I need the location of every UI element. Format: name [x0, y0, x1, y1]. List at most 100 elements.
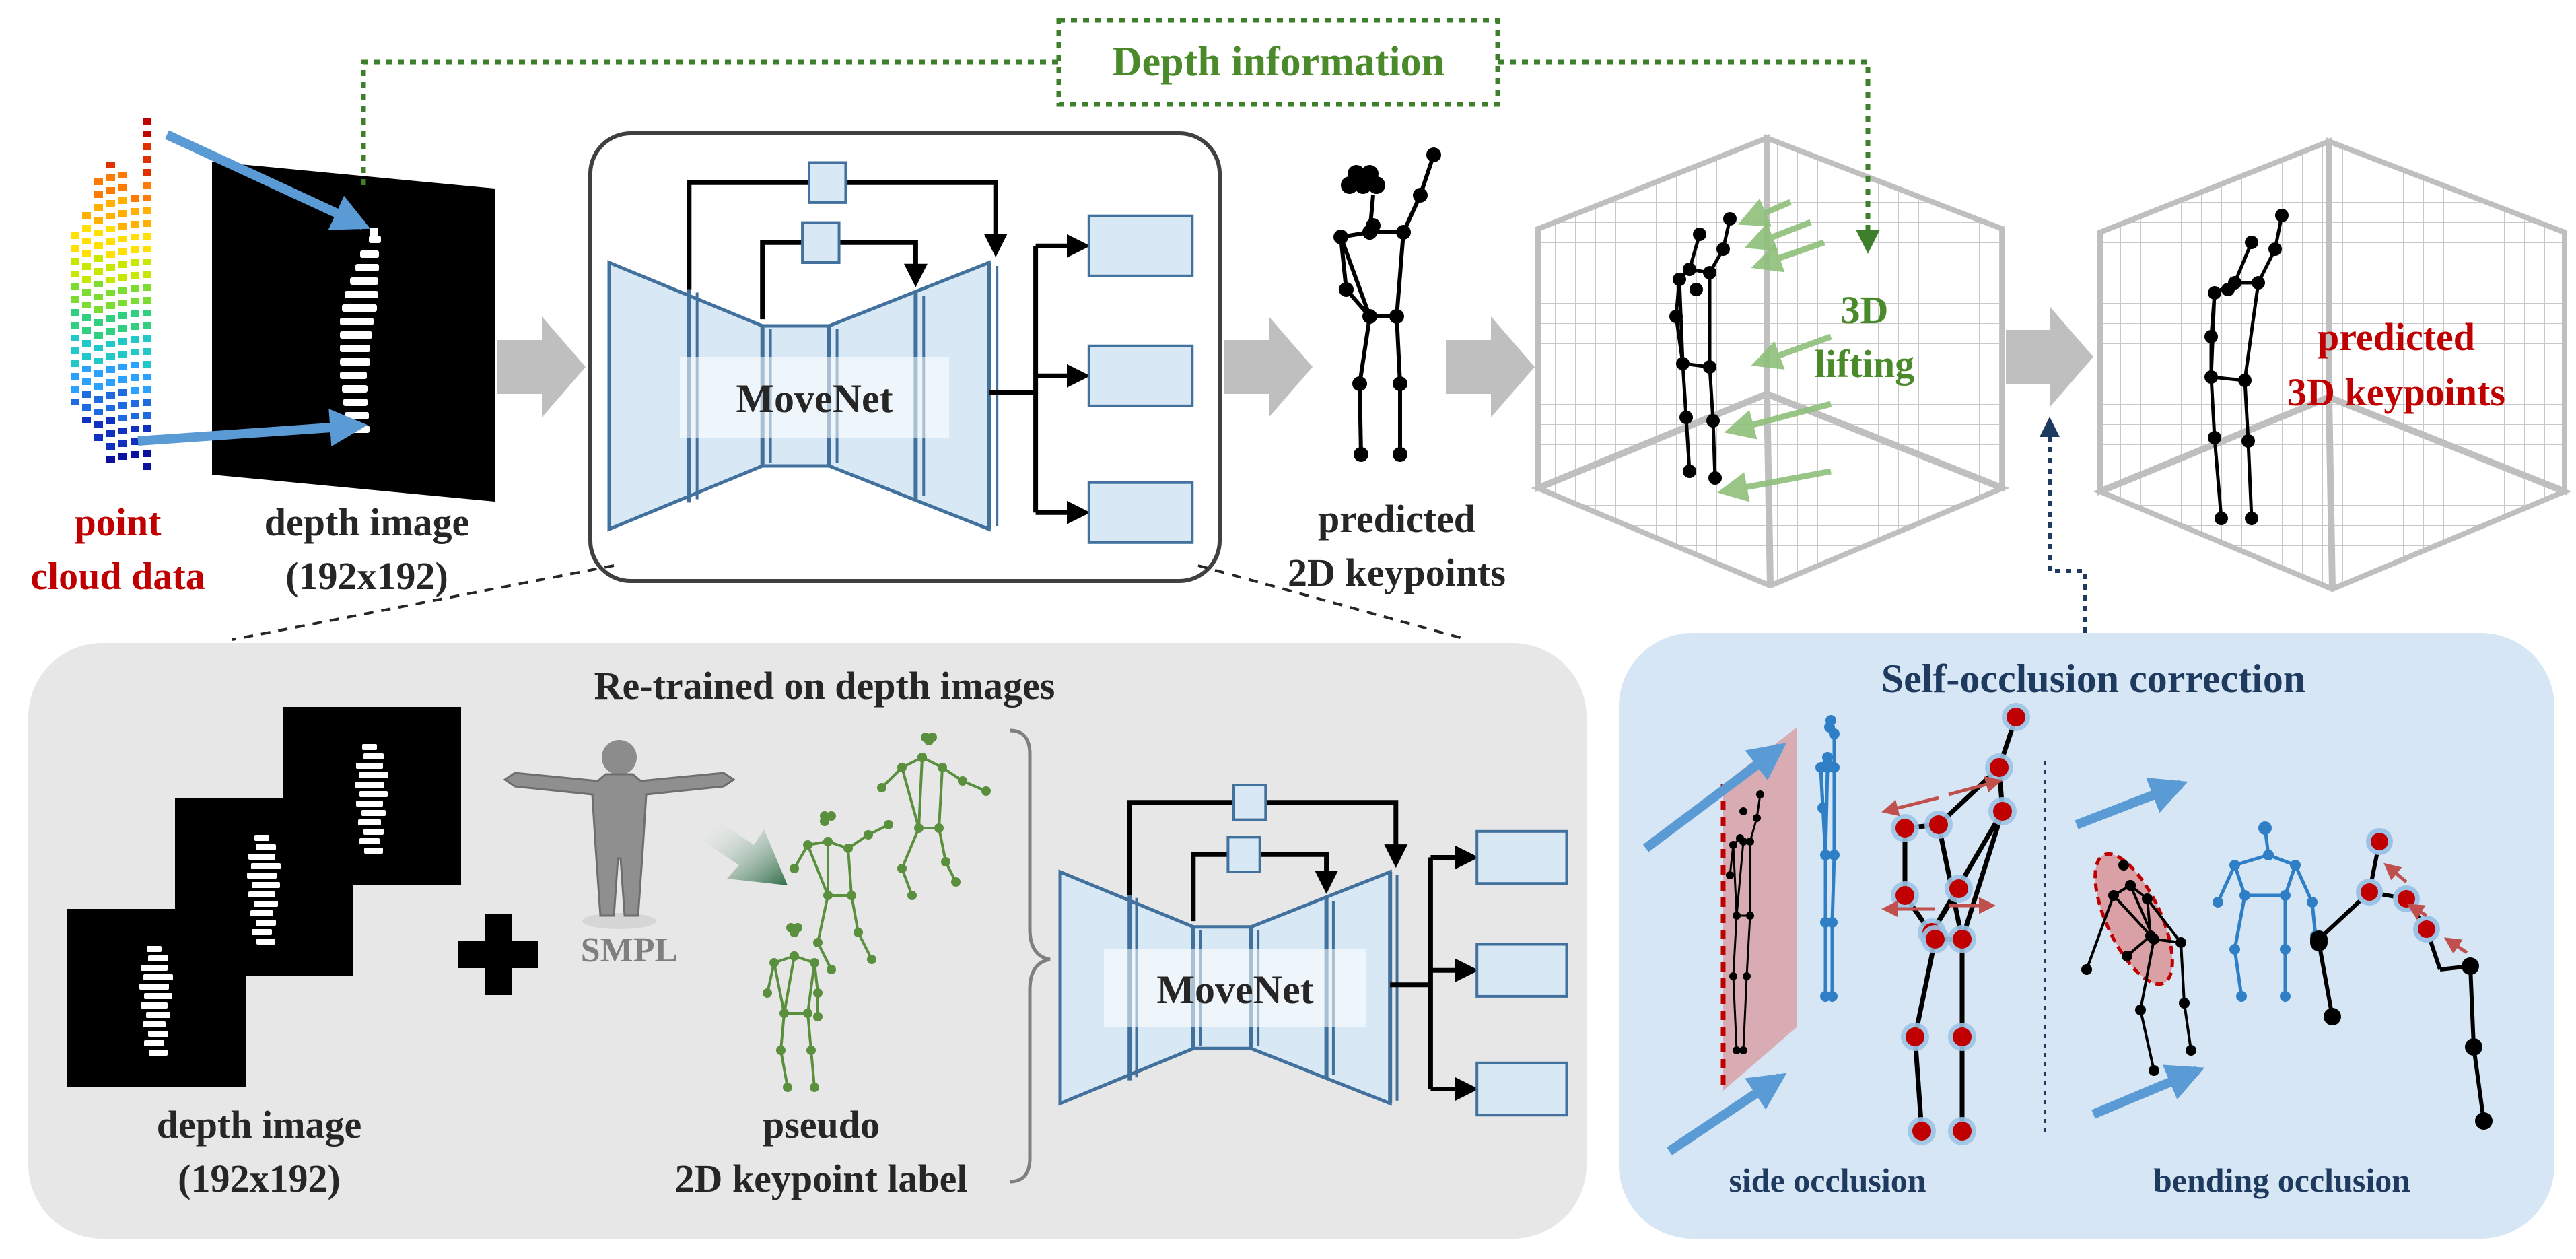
depth-info-connector	[361, 59, 1059, 185]
output-head	[1475, 1061, 1568, 1117]
depth-dash	[369, 236, 381, 243]
point-cloud-dash	[94, 358, 103, 364]
keypoint	[1723, 212, 1737, 226]
keypoint	[2268, 242, 2282, 256]
depth-frame-dash	[364, 848, 383, 854]
keypoint	[1820, 850, 1831, 860]
keypoint	[1739, 838, 1747, 846]
point-cloud-dash	[131, 400, 139, 407]
skeleton-bone	[810, 1049, 816, 1089]
point-cloud-dash	[143, 284, 151, 291]
point-cloud-dash	[131, 387, 139, 394]
skip-block	[808, 161, 847, 204]
keypoint	[813, 1012, 823, 1021]
lifting-arrow	[1724, 401, 1832, 440]
depth-frame-dash	[256, 844, 276, 850]
view-arrow	[1642, 743, 1786, 852]
keypoint	[2324, 1008, 2341, 1025]
skeleton-bone	[2233, 240, 2254, 285]
keypoint	[847, 891, 856, 900]
point-cloud-dash	[118, 300, 127, 306]
skeleton-bone	[1395, 314, 1402, 386]
depth-frame-dash	[361, 810, 386, 816]
skeleton-bone	[2310, 900, 2318, 938]
keypoint	[1362, 309, 1377, 324]
skeleton-bone	[2243, 378, 2250, 443]
flow-arrow-1	[497, 316, 586, 417]
keypoint	[958, 776, 967, 786]
head-keypoint	[827, 811, 836, 821]
keypoint	[2229, 944, 2240, 955]
skeleton-bone	[1339, 235, 1348, 292]
point-cloud-dash	[118, 210, 127, 217]
point-cloud-dash	[131, 426, 139, 432]
view-arrow	[2091, 1064, 2205, 1119]
point-cloud-dash	[118, 223, 127, 230]
skeleton-bone	[1732, 844, 1738, 917]
point-cloud-dash	[143, 156, 151, 163]
keypoint	[1825, 715, 1836, 726]
skeleton-bone	[1742, 975, 1748, 1052]
skeleton-bone	[1745, 914, 1751, 978]
point-cloud-dash	[131, 272, 139, 279]
keypoint	[2371, 833, 2388, 850]
keypoint	[810, 958, 819, 967]
keypoint	[1393, 447, 1407, 462]
point-cloud-graphic	[71, 118, 151, 470]
pseudo-keypoint-skeletons	[763, 733, 991, 1092]
keypoint	[2135, 1005, 2146, 1015]
point-cloud-dash	[118, 453, 127, 460]
skeleton-bone	[880, 766, 903, 789]
point-cloud-dash	[143, 259, 151, 265]
depth-dash	[340, 372, 367, 379]
point-cloud-dash	[131, 451, 139, 458]
point-cloud-dash	[71, 360, 79, 367]
point-cloud-dash	[94, 255, 103, 262]
output-head	[1087, 214, 1194, 277]
point-cloud-dash	[106, 174, 115, 181]
depth-dash	[342, 385, 368, 393]
depth-info-connector-right	[1498, 59, 1880, 254]
training-movenet-label-bg	[1104, 949, 1366, 1027]
skeleton-bone	[901, 827, 920, 870]
view-arrow	[1667, 1073, 1787, 1155]
cube-edge	[2328, 394, 2566, 495]
skeleton-bone	[2243, 281, 2260, 382]
depth-frame-dash	[146, 1012, 170, 1018]
keypoint	[1393, 376, 1407, 391]
point-cloud-dash	[71, 399, 79, 405]
keypoint	[1676, 357, 1690, 370]
depth-frame-dash	[148, 1031, 168, 1037]
point-cloud-dash	[143, 297, 151, 304]
keypoint	[2081, 964, 2092, 975]
keypoint	[867, 955, 876, 964]
keypoint	[1726, 871, 1734, 879]
keypoint	[1389, 309, 1404, 324]
output-head	[1475, 943, 1568, 998]
keypoint	[2238, 374, 2252, 387]
point-cloud-dash	[106, 392, 115, 399]
point-cloud-dash	[94, 396, 103, 403]
keypoint	[2142, 893, 2153, 904]
skeleton-bone	[766, 961, 775, 994]
keypoint	[1906, 1027, 1924, 1046]
point-cloud-dash	[143, 374, 151, 380]
point-cloud-dash	[71, 386, 79, 393]
point-cloud-dash	[82, 417, 91, 423]
keypoint	[914, 823, 924, 833]
keypoint	[897, 763, 907, 772]
depth-frame-dash	[143, 974, 173, 980]
keypoint	[1733, 1046, 1741, 1054]
point-cloud-dash	[143, 412, 151, 419]
point-cloud-dash	[71, 271, 79, 277]
depth-dash	[340, 331, 372, 339]
depth-frame-dash	[359, 772, 388, 778]
point-cloud-dash	[106, 290, 115, 296]
skeleton-bone	[773, 961, 786, 1015]
point-cloud-dash	[118, 338, 127, 345]
point-cloud-dash	[143, 169, 151, 176]
skeleton-bone	[2233, 853, 2270, 867]
point-cloud-dash	[82, 302, 91, 308]
point-cloud-dash	[118, 172, 127, 178]
point-cloud-dash	[106, 353, 115, 360]
